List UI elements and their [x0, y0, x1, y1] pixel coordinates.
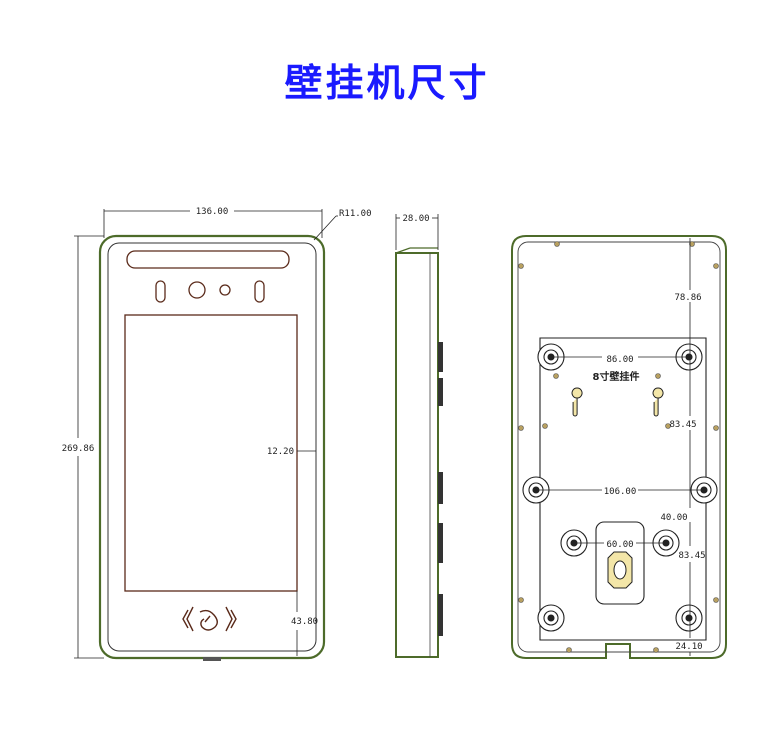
side-port-1: [438, 342, 443, 372]
back-bottom-dim: 24.10: [675, 642, 702, 652]
front-inner-bezel: [107, 242, 317, 652]
front-screen-edge-dim: 12.20: [267, 447, 294, 457]
camera-lens: [188, 281, 206, 299]
nfc-icon: [182, 606, 237, 632]
back-inner-edge: [517, 241, 721, 653]
bottom-tab: [203, 657, 221, 661]
back-wide-hole-dim: 106.00: [604, 487, 637, 497]
keyhole-slots: [571, 387, 664, 417]
side-body: [395, 252, 439, 658]
back-lower-vertical-dim: 83.45: [678, 551, 705, 561]
side-port-4: [438, 523, 443, 563]
front-view: 136.00 R11.00 269.86 12.20 43.80: [62, 207, 372, 661]
side-port-2: [438, 378, 443, 406]
back-top-dim: 78.86: [674, 293, 701, 303]
back-vertical-dim: 83.45: [669, 420, 696, 430]
cable-opening: [595, 521, 645, 605]
top-light-bar: [126, 250, 290, 269]
side-port-5: [438, 594, 443, 636]
front-bottom-dim: 43.80: [291, 617, 318, 627]
front-width-dim: 136.00: [196, 207, 229, 217]
front-height-dim: 269.86: [62, 444, 95, 454]
housing-screws: [518, 241, 719, 653]
display-screen: [124, 314, 298, 592]
back-view: 78.86 86.00 8寸壁挂件 83.45 106.00 40.00 60.…: [511, 235, 727, 659]
ir-light-left: [155, 280, 166, 303]
side-view: 28.00: [395, 214, 443, 658]
side-port-3: [438, 472, 443, 504]
ir-light-right: [254, 280, 265, 303]
back-bracket-width-dim: 86.00: [606, 355, 633, 365]
back-offset-dim: 40.00: [660, 513, 687, 523]
back-bracket-label: 8寸壁挂件: [593, 370, 640, 383]
side-depth-dim: 28.00: [402, 214, 429, 224]
sensor-dot: [219, 284, 231, 296]
mounting-plate: [539, 337, 707, 641]
back-lower-hole-dim: 60.00: [606, 540, 633, 550]
front-radius-dim: R11.00: [339, 209, 372, 219]
page-title: 壁挂机尺寸: [284, 61, 490, 105]
